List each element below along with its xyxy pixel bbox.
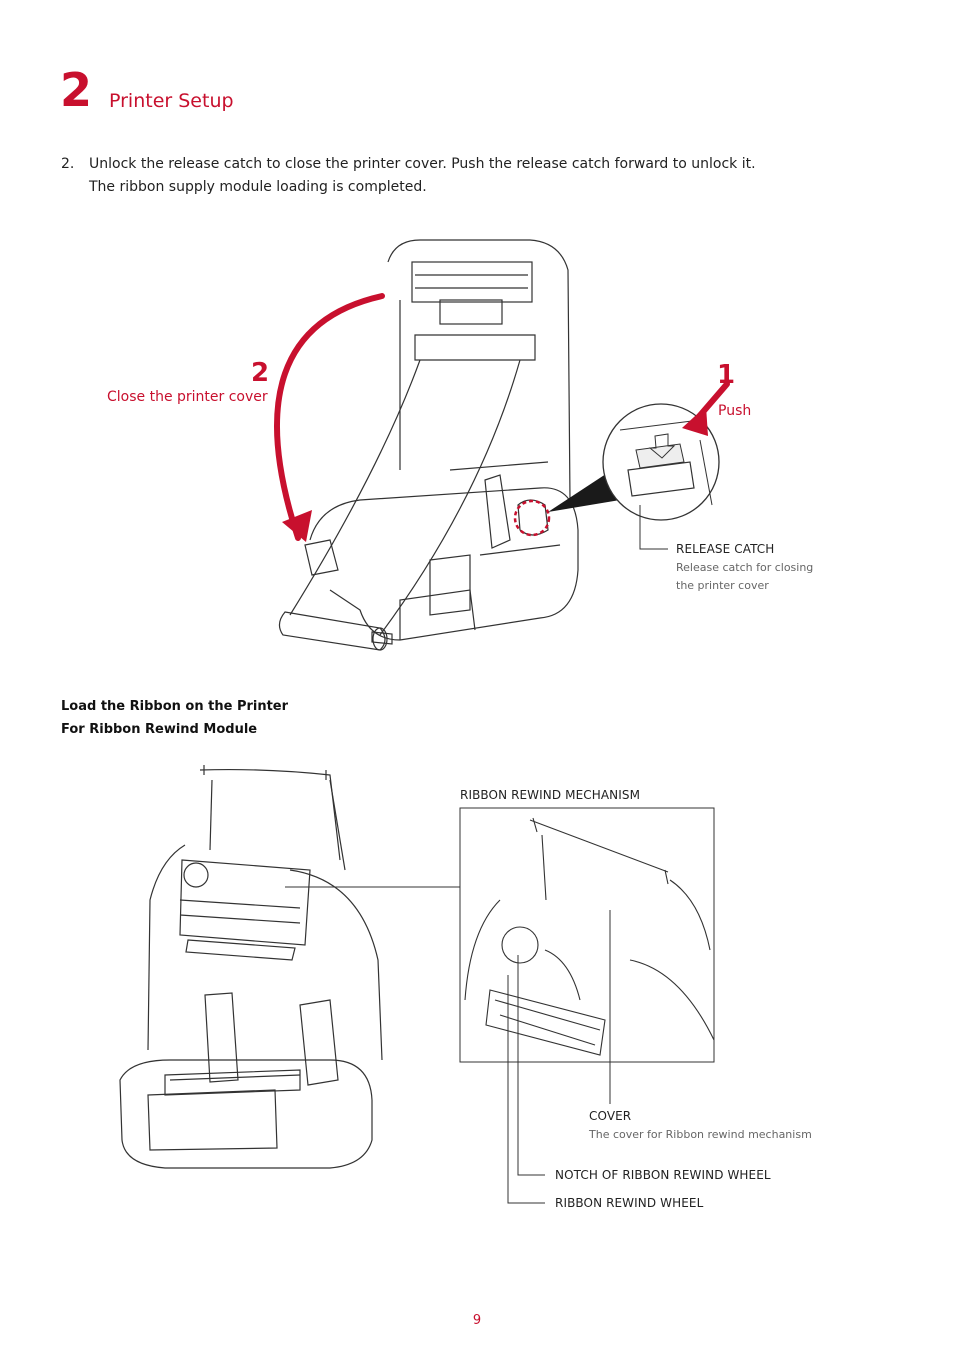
wheel-leader	[507, 975, 545, 1204]
chapter-title: Printer Setup	[109, 90, 234, 112]
release-catch-desc-line1: Release catch for closing	[676, 561, 814, 574]
release-catch-highlight	[513, 499, 551, 537]
mechanism-label: RIBBON REWIND MECHANISM	[460, 788, 641, 802]
push-label: Push	[718, 403, 752, 419]
release-catch-title: RELEASE CATCH	[676, 542, 775, 556]
page-number: 9	[472, 1313, 482, 1328]
close-cover-arrow	[273, 293, 385, 541]
release-catch-zoom	[602, 403, 720, 521]
chapter-number: 2	[60, 63, 93, 117]
push-arrowhead-icon	[682, 406, 708, 436]
step-text-line2: The ribbon supply module loading is comp…	[89, 179, 427, 195]
release-catch-desc-line2: the printer cover	[676, 579, 769, 592]
zoom-callout-wedge	[548, 470, 620, 512]
notch-leader	[517, 955, 545, 1176]
step-number: 2.	[61, 156, 75, 172]
release-catch-leader	[639, 505, 668, 550]
push-marker: 1	[717, 360, 736, 390]
section-heading-rewind-module: For Ribbon Rewind Module	[61, 722, 258, 737]
wheel-label: RIBBON REWIND WHEEL	[555, 1196, 704, 1210]
close-cover-label: Close the printer cover	[107, 389, 268, 405]
mechanism-inset	[459, 807, 715, 1063]
figure2-printer-drawing	[119, 765, 383, 1169]
close-cover-arrowhead-icon	[282, 510, 312, 542]
section-heading-load-ribbon: Load the Ribbon on the Printer	[61, 699, 289, 714]
cover-title: COVER	[589, 1109, 632, 1123]
cover-desc: The cover for Ribbon rewind mechanism	[589, 1128, 812, 1141]
step-text-line1: Unlock the release catch to close the pr…	[89, 156, 756, 172]
notch-label: NOTCH OF RIBBON REWIND WHEEL	[555, 1168, 771, 1182]
figure1-printer-drawing	[278, 239, 579, 651]
close-cover-marker: 2	[251, 358, 270, 388]
